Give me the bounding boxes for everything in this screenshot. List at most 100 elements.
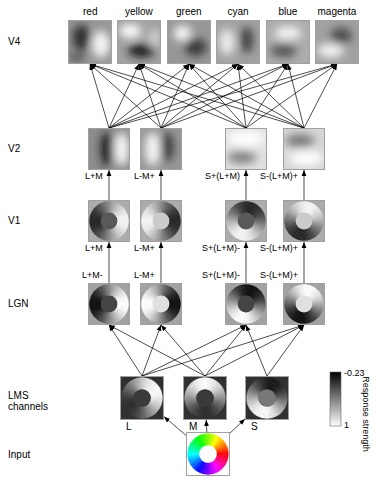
channel-label: L+M <box>85 243 103 253</box>
ring-wedge <box>300 202 303 213</box>
response-blob <box>114 132 129 166</box>
ring-wedge <box>243 285 245 296</box>
image-ground <box>88 283 130 325</box>
channel-label: S+(L+M)- <box>202 270 240 280</box>
receptive-field-box: magenta <box>315 20 359 64</box>
channel-label: L-M+ <box>134 270 155 280</box>
image-ground <box>167 20 211 64</box>
ring-wedge <box>90 305 101 307</box>
ring-wedge <box>90 221 101 223</box>
signal-arrow <box>205 325 304 376</box>
receptive-field-image <box>186 432 230 476</box>
channel-label: S+(L+M) <box>205 171 240 181</box>
receptive-field-image <box>283 128 325 170</box>
signal-arrow <box>161 325 205 376</box>
receptive-field-box: L <box>120 376 164 420</box>
channel-label: red <box>83 6 97 17</box>
receptive-field-image <box>183 376 227 420</box>
ring-wedge <box>169 301 180 303</box>
ring-wedge <box>303 202 304 213</box>
ring-wedge <box>217 450 228 453</box>
response-blob <box>161 132 174 161</box>
ring-wedge <box>105 202 108 213</box>
ring-wedge <box>110 312 113 323</box>
receptive-field-box: red <box>68 20 112 64</box>
ring-center <box>296 296 313 313</box>
ring-wedge <box>268 407 271 418</box>
response-blob <box>72 24 90 50</box>
ring-wedge <box>227 221 238 223</box>
signal-arrow <box>246 64 337 128</box>
ring-wedge <box>254 301 265 303</box>
receptive-field-box: S-(L+M)+ <box>283 283 325 325</box>
ring-wedge <box>204 434 207 445</box>
ring-wedge <box>305 229 308 240</box>
stage-label: LGN <box>8 298 29 309</box>
ring-wedge <box>247 229 249 240</box>
image-ground <box>225 283 267 325</box>
ring-wedge <box>157 285 160 296</box>
image-ground <box>183 376 227 420</box>
colorbar-tick: 1 <box>344 420 349 430</box>
response-blob <box>330 27 352 43</box>
channel-label: S <box>251 421 258 432</box>
ring-wedge <box>108 285 109 296</box>
receptive-field-box: cyan <box>216 20 260 64</box>
response-blob <box>240 27 253 53</box>
ring-wedge <box>151 394 162 397</box>
signal-arrow <box>304 242 305 283</box>
signal-arrow <box>161 64 288 128</box>
ring-center <box>199 445 217 463</box>
ring-wedge <box>185 399 196 402</box>
image-ground <box>117 20 161 64</box>
ring-wedge <box>206 407 208 418</box>
receptive-field-box: M <box>183 376 227 420</box>
ring-wedge <box>158 202 160 213</box>
ring-wedge <box>162 229 165 240</box>
channel-label: L-M+ <box>134 243 155 253</box>
signal-arrow <box>90 64 246 128</box>
stage-label: V2 <box>8 143 20 154</box>
receptive-field-image <box>120 376 164 420</box>
receptive-field-image <box>88 283 130 325</box>
receptive-field-box: S+(L+M)- <box>225 283 267 325</box>
ring-wedge <box>138 378 141 389</box>
signal-arrow <box>139 64 304 128</box>
ring-wedge <box>305 312 307 323</box>
receptive-field-image <box>140 128 182 170</box>
response-blob <box>317 44 343 57</box>
receptive-field-image <box>245 376 289 420</box>
ring-wedge <box>243 202 245 213</box>
ring-wedge <box>301 285 303 296</box>
response-blob <box>275 27 301 40</box>
ring-center <box>238 296 255 313</box>
signal-arrow <box>161 64 189 128</box>
ring-wedge <box>108 202 109 213</box>
ring-wedge <box>266 378 267 389</box>
image-ground <box>120 376 164 420</box>
ring-center <box>296 213 313 230</box>
ring-wedge <box>158 285 160 296</box>
receptive-field-box: L-M+ <box>140 128 182 170</box>
signal-arrow <box>139 64 161 128</box>
response-blob <box>92 31 110 57</box>
ring-wedge <box>247 312 249 323</box>
receptive-field-box: yellow <box>117 20 161 64</box>
signal-arrow <box>267 325 304 376</box>
signal-arrow <box>90 64 109 128</box>
channel-label: M <box>189 421 197 432</box>
signal-arrow <box>304 170 305 200</box>
channel-label: L <box>126 421 132 432</box>
ring-wedge <box>90 304 101 306</box>
response-blob <box>149 29 160 47</box>
ring-wedge <box>169 219 180 221</box>
ring-wedge <box>110 312 112 323</box>
ring-wedge <box>312 218 323 220</box>
image-ground <box>88 200 130 242</box>
ring-wedge <box>254 219 265 221</box>
ring-wedge <box>169 302 180 304</box>
ring-wedge <box>300 285 303 296</box>
signal-arrow <box>205 325 246 376</box>
